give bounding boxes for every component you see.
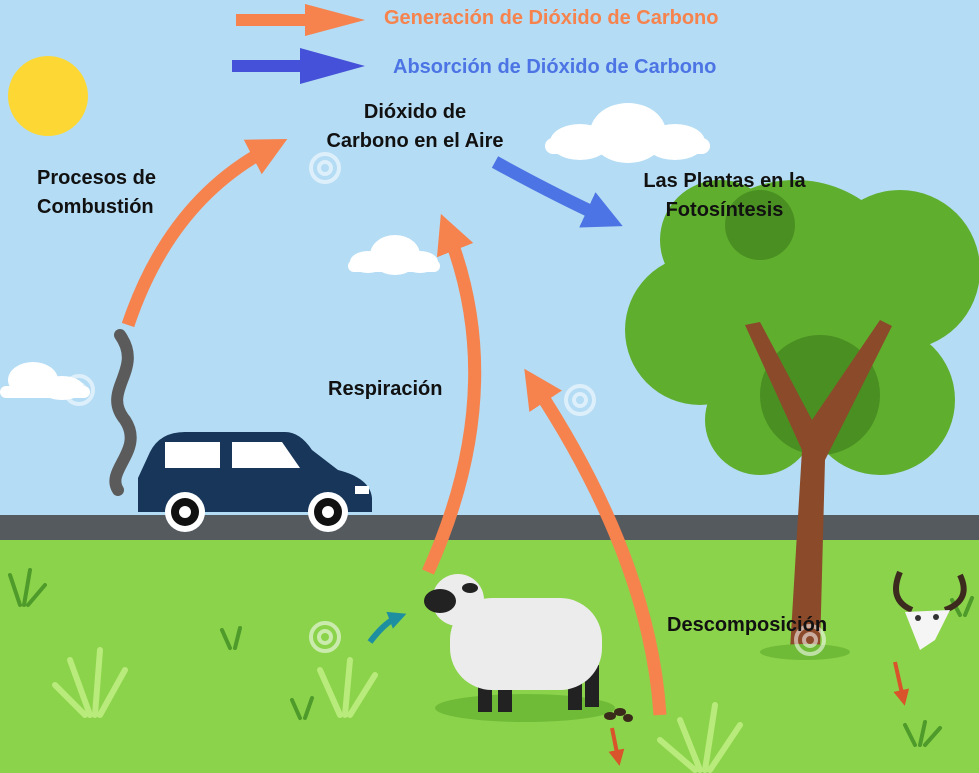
sheep-icon	[424, 574, 602, 712]
smoke-icon	[109, 329, 137, 496]
road	[0, 515, 979, 540]
legend-absorption-arrow	[232, 48, 365, 84]
legend-generation-text: Generación de Dióxido de Carbono	[384, 7, 719, 29]
dung-down-arrow	[608, 727, 625, 766]
watermark-icon	[63, 127, 826, 656]
air-label-line1: Dióxido de	[363, 101, 467, 123]
plants-label-line2: Fotosíntesis	[665, 199, 784, 221]
respiration-label-text: Respiración	[328, 378, 443, 400]
cloud-icon	[348, 235, 440, 275]
dung-icon	[604, 708, 633, 722]
legend-absorption-label: Absorción de Dióxido de Carbono	[393, 56, 716, 79]
combustion-label-line1: Procesos de	[37, 167, 156, 189]
tree-icon	[625, 180, 979, 660]
car-icon	[138, 432, 372, 532]
air-label: Dióxido de Carbono en el Aire	[300, 98, 530, 156]
respiration-arrow	[422, 213, 482, 575]
respiration-label: Respiración	[328, 375, 442, 404]
legend-generation-label: Generación de Dióxido de Carbono	[384, 7, 719, 30]
decomposition-arrow	[524, 368, 667, 716]
legend-absorption-text: Absorción de Dióxido de Carbono	[393, 56, 717, 78]
legend-generation-arrow	[236, 4, 365, 36]
breath-arrow	[367, 611, 407, 644]
combustion-label: Procesos de Combustión	[37, 164, 156, 222]
combustion-label-line2: Combustión	[37, 196, 154, 218]
decomposition-label-text: Descomposición	[667, 614, 828, 636]
skull-down-arrow	[893, 661, 910, 706]
plants-label-line1: Las Plantas en la	[643, 170, 806, 192]
sun-icon	[8, 56, 88, 136]
air-label-line2: Carbono en el Aire	[326, 130, 504, 152]
decomposition-label: Descomposición	[667, 611, 827, 640]
grass-tuft-icon	[52, 647, 743, 773]
combustion-arrow	[121, 138, 288, 328]
photosynthesis-arrow	[491, 156, 623, 228]
cloud-icon	[545, 103, 710, 163]
skull-icon	[893, 570, 967, 650]
plants-label: Las Plantas en la Fotosíntesis	[612, 167, 837, 225]
